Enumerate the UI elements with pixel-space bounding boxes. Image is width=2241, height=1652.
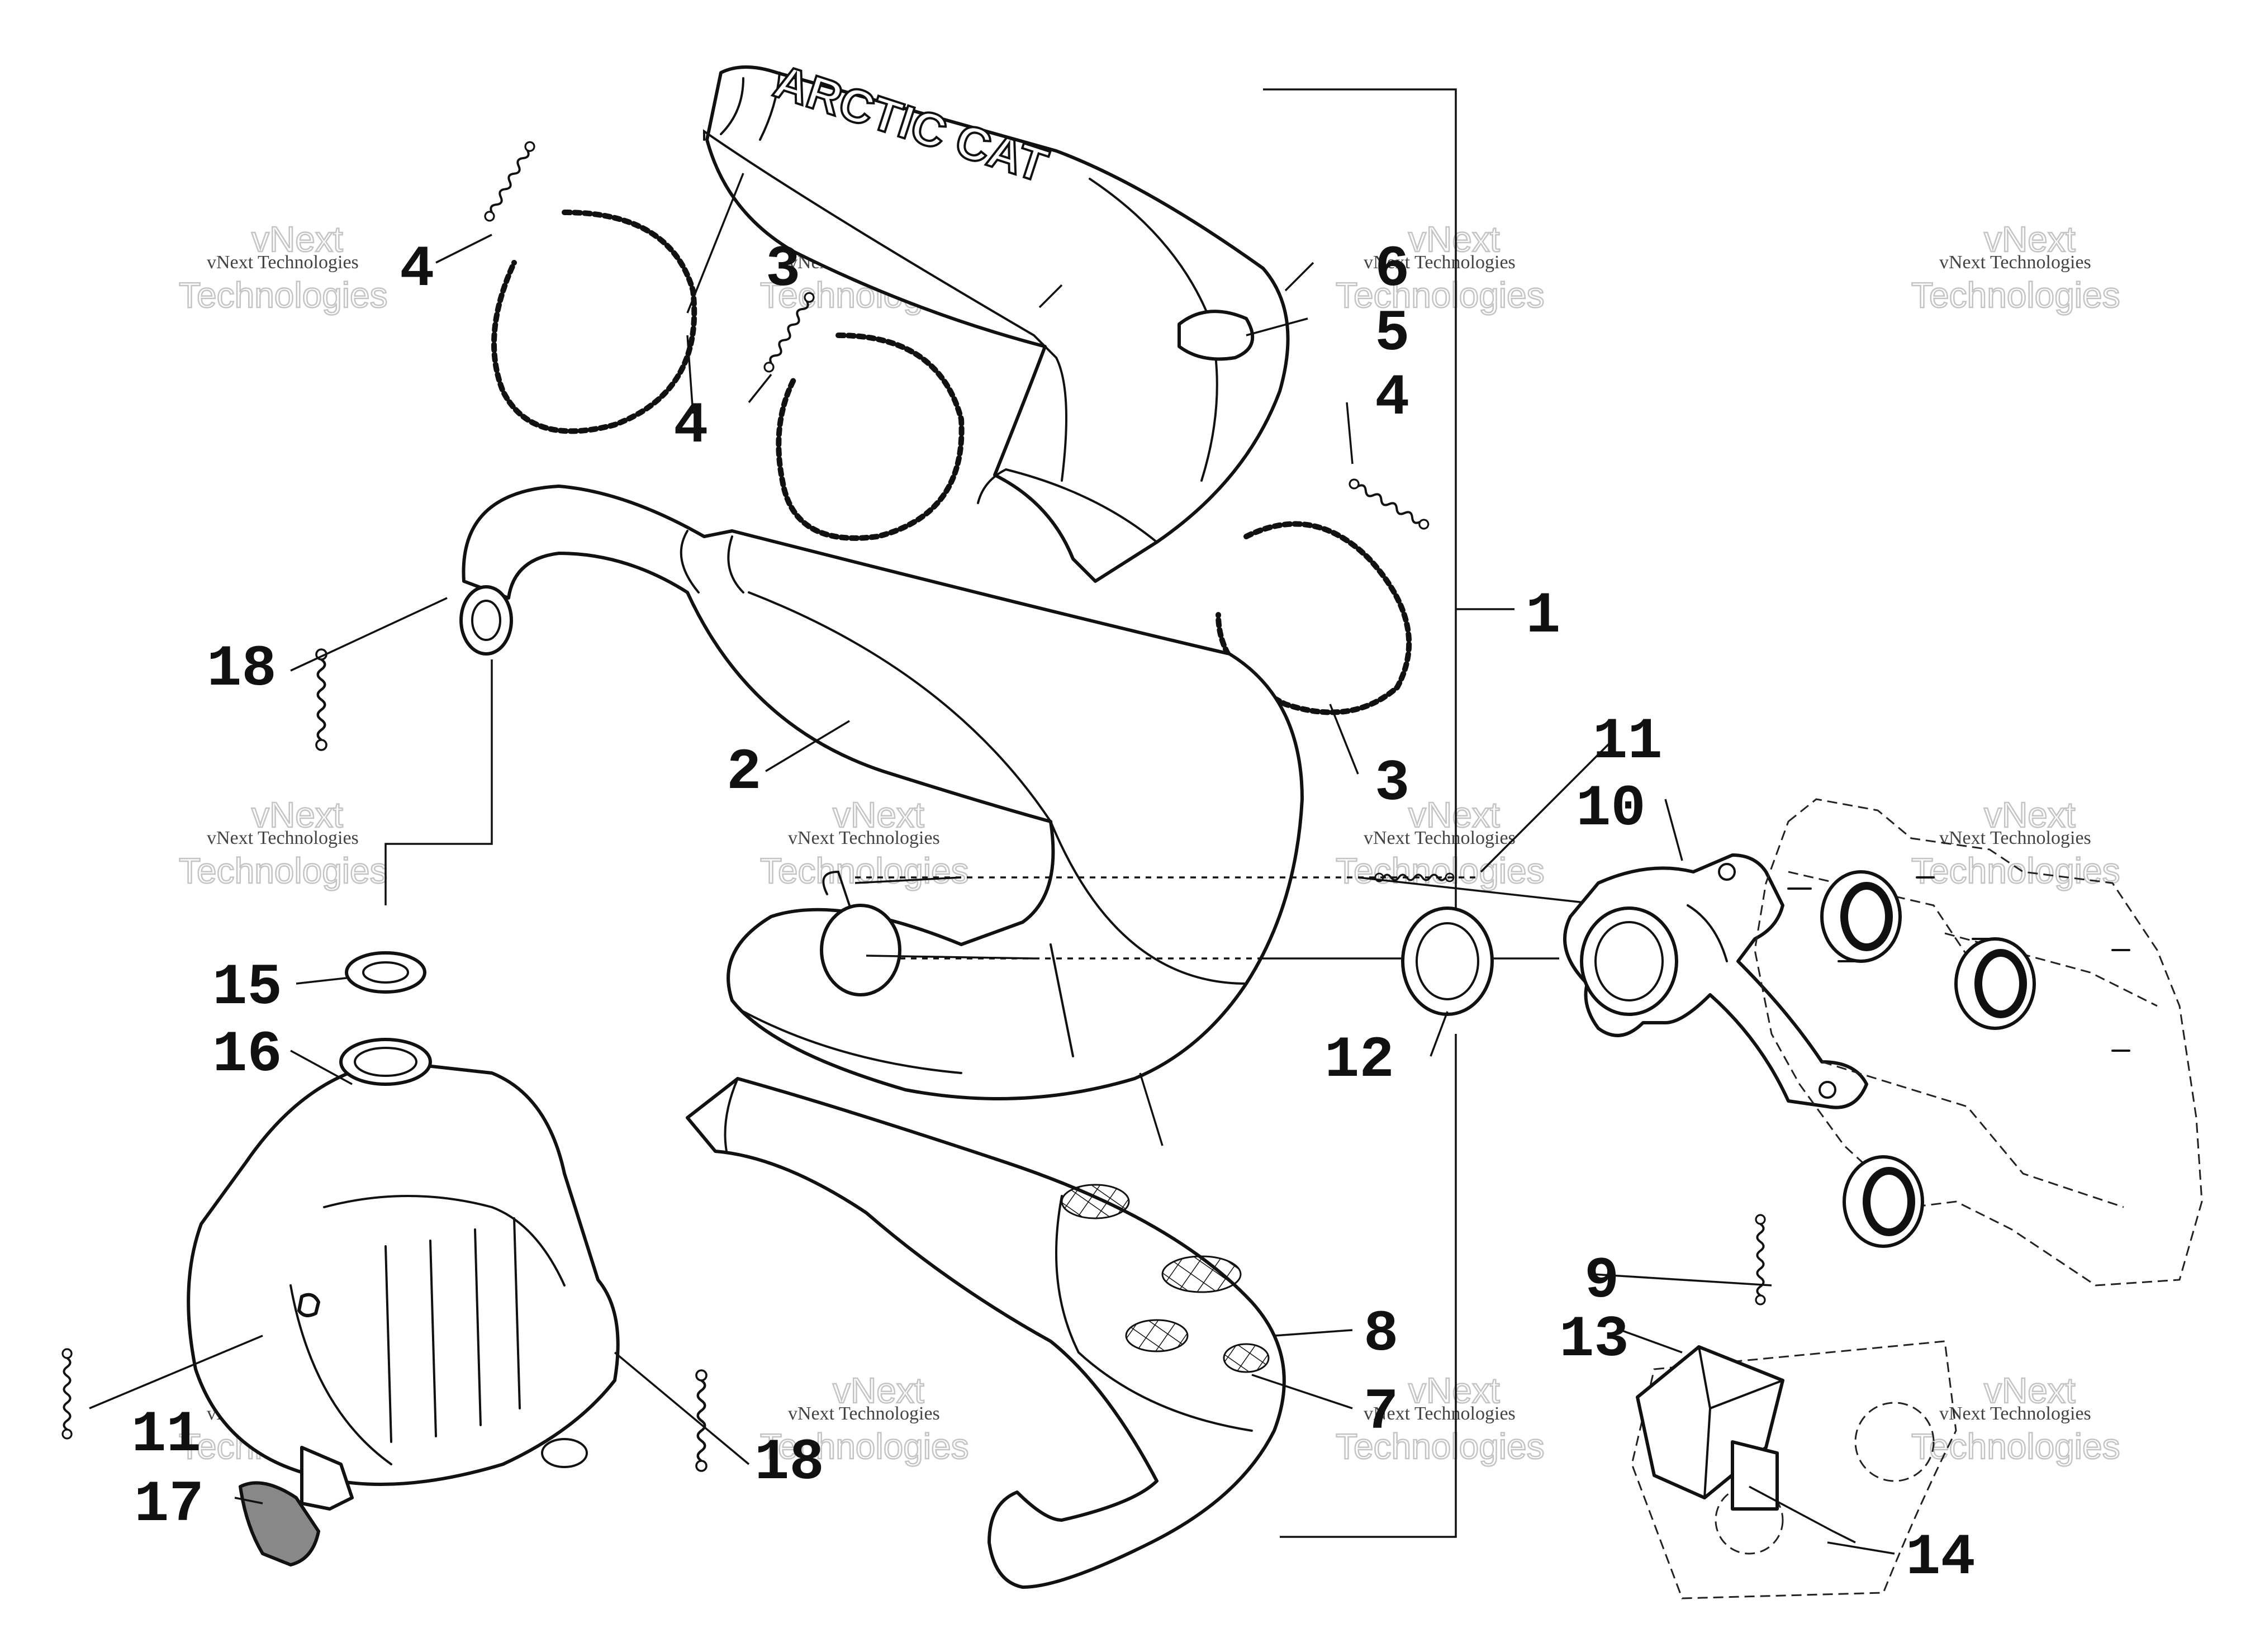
lower-heat-shield [686,1077,1286,1589]
callout-18-lower: 18 [754,1430,824,1496]
callout-2: 2 [727,740,761,806]
svg-text:vNext Technologies: vNext Technologies [1939,828,2091,848]
svg-text:vNext: vNext [1984,1370,2076,1411]
callout-17: 17 [134,1472,204,1538]
callout-3-lower: 3 [1375,751,1409,817]
exhaust-manifold [1563,853,1868,1109]
connection-line-solid-2 [866,955,1403,960]
assembly-bracket [1263,88,1457,1538]
svg-text:vNext: vNext [1408,219,1500,259]
svg-text:Technologies: Technologies [760,1426,969,1466]
connection-line-solid-1 [854,876,962,884]
svg-text:vNext Technologies: vNext Technologies [1364,1403,1516,1424]
spring-muffler-11 [63,1349,72,1439]
callout-5: 5 [1375,301,1409,367]
watermark-top-right: vNext vNext Technologies Technologies [1911,219,2121,316]
seal-ring [1401,906,1494,1016]
callout-14: 14 [1906,1525,1976,1591]
watermark-bottom-center: vNext vNext Technologies Technologies [759,1370,970,1468]
callout-11-lower: 11 [131,1402,201,1468]
watermark-top-right-center: vNext vNext Technologies Technologies [1335,219,1545,316]
callout-13: 13 [1559,1307,1629,1373]
svg-text:Technologies: Technologies [1911,275,2120,315]
callout-16: 16 [212,1022,282,1088]
svg-text:vNext: vNext [1408,795,1500,835]
connection-line-flange [1357,876,1610,960]
callout-8: 8 [1364,1302,1398,1368]
callout-6: 6 [1375,237,1409,303]
muffler [187,1038,620,1511]
watermark-mid-right-center: vNext vNext Technologies Technologies [1335,794,1545,892]
callout-4-left: 4 [400,237,434,303]
svg-text:Technologies: Technologies [179,851,388,891]
pipe-to-muffler-line [384,659,493,905]
callout-15: 15 [212,955,282,1021]
svg-text:vNext: vNext [251,795,343,835]
grommet [345,951,426,994]
svg-text:Technologies: Technologies [1911,1426,2120,1466]
svg-text:vNext Technologies: vNext Technologies [1364,252,1516,273]
callout-4-right: 4 [1375,365,1409,431]
watermark-bottom-right-center: vNext vNext Technologies Technologies [1335,1370,1545,1468]
svg-text:vNext: vNext [1984,795,2076,835]
callout-1: 1 [1526,583,1560,649]
svg-text:vNext Technologies: vNext Technologies [1939,252,2091,273]
svg-text:Technologies: Technologies [1336,275,1545,315]
svg-text:vNext: vNext [1408,1370,1500,1411]
watermark-mid-right: vNext vNext Technologies Technologies [1911,794,2121,892]
callout-11-upper: 11 [1593,709,1663,775]
watermark-bottom-right: vNext vNext Technologies Technologies [1911,1370,2121,1468]
callout-3-upper: 3 [766,237,800,303]
spring-left-18 [316,649,326,750]
callout-10: 10 [1576,776,1646,842]
spring-upper-left [483,140,536,222]
svg-text:vNext: vNext [1984,219,2076,259]
mounting-bracket [1631,1340,1957,1599]
watermark-mid-center: vNext vNext Technologies Technologies [759,794,970,892]
callout-18-upper: 18 [207,637,277,702]
spring-9 [1756,1215,1765,1304]
callout-4-center: 4 [673,393,708,459]
spring-right [1348,478,1430,530]
strap-band-left [491,210,697,434]
callout-7: 7 [1364,1380,1398,1446]
svg-text:Technologies: Technologies [1336,1426,1545,1466]
sensor-wire [1749,1485,1856,1544]
svg-text:Technologies: Technologies [179,275,388,315]
svg-text:Technologies: Technologies [1336,851,1545,891]
svg-text:vNext Technologies: vNext Technologies [788,828,940,848]
watermark-top-left: vNext vNext Technologies Technologies [178,219,388,316]
svg-text:vNext Technologies: vNext Technologies [1364,828,1516,848]
watermark-mid-left: vNext vNext Technologies Technologies [178,794,388,892]
svg-text:vNext: vNext [833,795,924,835]
callout-9: 9 [1584,1249,1619,1314]
svg-text:Technologies: Technologies [1911,851,2120,891]
svg-text:vNext Technologies: vNext Technologies [207,252,359,273]
svg-text:vNext: vNext [251,219,343,259]
svg-text:vNext Technologies: vNext Technologies [1939,1403,2091,1424]
strap-band-center [776,333,965,541]
svg-text:vNext: vNext [833,1370,924,1411]
svg-text:vNext Technologies: vNext Technologies [788,1403,940,1424]
leader-lines [89,173,1895,1555]
svg-text:Technologies: Technologies [760,851,969,891]
engine-cylinders [1754,798,2203,1287]
expansion-chamber [459,485,1304,1100]
svg-text:vNext Technologies: vNext Technologies [207,828,359,848]
callout-12: 12 [1324,1028,1394,1094]
